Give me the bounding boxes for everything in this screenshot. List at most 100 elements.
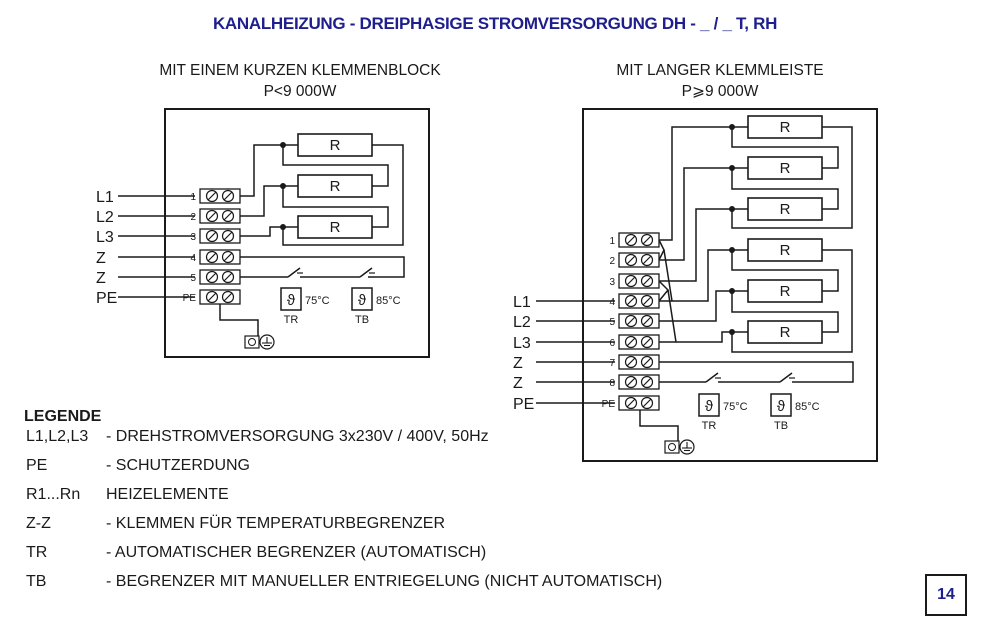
legend-item: TB - BEGRENZER MIT MANUELLER ENTRIEGELUNG…	[24, 573, 662, 602]
wire	[659, 331, 732, 343]
wire	[659, 167, 732, 261]
screw-slot	[626, 276, 636, 286]
supply-label: L3	[513, 335, 531, 352]
screw-slot	[626, 398, 636, 408]
supply-label: PE	[513, 396, 534, 413]
screw-slot	[207, 231, 217, 241]
heater-label: R	[780, 119, 791, 136]
terminal-number: 1	[190, 192, 196, 203]
wire	[240, 185, 283, 217]
thermostat-label: TB	[355, 314, 369, 326]
terminal-number: 4	[190, 253, 196, 264]
wire	[219, 304, 259, 336]
heater-label: R	[330, 137, 341, 154]
supply-label: Z	[96, 250, 106, 267]
wire	[731, 250, 839, 292]
legend-description: HEIZELEMENTE	[106, 486, 229, 503]
right-enclosure	[582, 108, 878, 462]
wire	[731, 126, 853, 229]
terminal-number: 6	[609, 338, 615, 349]
screw-slot	[642, 276, 652, 286]
thermostat-temperature: 75°C	[723, 401, 748, 413]
legend-key: L1,L2,L3	[26, 428, 89, 445]
screw-slot	[223, 252, 233, 262]
legend-title: LEGENDE	[24, 408, 102, 425]
screw-slot	[207, 211, 217, 221]
screw-slot	[642, 255, 652, 265]
terminal-number: 3	[609, 277, 615, 288]
right-diagram-subtitle: MIT LANGER KLEMMLEISTE P⩾9 000W	[560, 60, 880, 102]
screw-slot	[642, 296, 652, 306]
wire	[287, 267, 301, 278]
heater-label: R	[330, 219, 341, 236]
wire	[639, 410, 679, 442]
screw-slot	[626, 296, 636, 306]
wire	[282, 186, 389, 228]
wire	[731, 291, 839, 333]
legend-key: PE	[26, 457, 48, 474]
heater-label: R	[780, 242, 791, 259]
supply-label: PE	[96, 290, 117, 307]
wire	[779, 372, 793, 383]
supply-label: Z	[513, 375, 523, 392]
screw-slot	[642, 337, 652, 347]
screw-slot	[223, 191, 233, 201]
page-title: KANALHEIZUNG - DREIPHASIGE STROMVERSORGU…	[212, 14, 778, 33]
wire	[659, 249, 732, 302]
legend-description: - BEGRENZER MIT MANUELLER ENTRIEGELUNG (…	[106, 573, 663, 590]
wire	[705, 372, 719, 383]
legend-key: R1...Rn	[26, 486, 81, 503]
screw-slot	[626, 316, 636, 326]
screw-slot	[223, 272, 233, 282]
wire	[240, 256, 405, 278]
supply-label: Z	[513, 355, 523, 372]
thermostat-symbol	[698, 393, 720, 417]
thermostat-label: TB	[774, 420, 788, 432]
wire	[659, 126, 732, 241]
legend-description: - KLEMMEN FÜR TEMPERATURBEGRENZER	[106, 515, 445, 532]
terminal-number: 2	[190, 212, 196, 223]
screw-slot	[642, 398, 652, 408]
screw-slot	[626, 255, 636, 265]
wire	[659, 290, 732, 322]
screw-slot	[642, 235, 652, 245]
terminal-number: 5	[190, 273, 196, 284]
terminal-number: PE	[183, 293, 197, 304]
screw-slot	[223, 292, 233, 302]
wire	[282, 144, 404, 246]
legend-item: TR- AUTOMATISCHER BEGRENZER (AUTOMATISCH…	[24, 544, 486, 573]
heater-label: R	[780, 283, 791, 300]
left-diagram-subtitle: MIT EINEM KURZEN KLEMMENBLOCK P<9 000W	[130, 60, 470, 102]
right-subtitle-line2: P⩾9 000W	[681, 83, 759, 100]
terminal-number: 2	[609, 256, 615, 267]
earth-screw	[668, 443, 676, 451]
wire	[659, 208, 732, 282]
terminal-number: 8	[609, 378, 615, 389]
wire	[731, 168, 839, 210]
page-number: 14	[925, 574, 967, 616]
supply-label: Z	[96, 270, 106, 287]
legend-description: - AUTOMATISCHER BEGRENZER (AUTOMATISCH)	[106, 544, 487, 561]
legend-key: TB	[26, 573, 47, 590]
supply-label: L2	[513, 314, 531, 331]
screw-slot	[207, 272, 217, 282]
wire	[282, 145, 389, 187]
wire	[667, 289, 677, 343]
screw-slot	[626, 357, 636, 367]
legend-item: Z-Z- KLEMMEN FÜR TEMPERATURBEGRENZER	[24, 515, 445, 544]
theta-icon: ϑ	[287, 292, 296, 309]
screw-slot	[207, 252, 217, 262]
screw-slot	[207, 191, 217, 201]
wire	[731, 127, 839, 169]
terminal-number: PE	[602, 399, 616, 410]
heater-label: R	[330, 178, 341, 195]
screw-slot	[642, 316, 652, 326]
left-subtitle-line1: MIT EINEM KURZEN KLEMMENBLOCK	[159, 62, 441, 79]
heater-label: R	[780, 324, 791, 341]
supply-label: L1	[513, 294, 531, 311]
thermostat-temperature: 85°C	[376, 295, 401, 307]
supply-label: L2	[96, 209, 114, 226]
left-subtitle-line2: P<9 000W	[263, 83, 337, 100]
theta-icon: ϑ	[358, 292, 367, 309]
screw-slot	[223, 211, 233, 221]
